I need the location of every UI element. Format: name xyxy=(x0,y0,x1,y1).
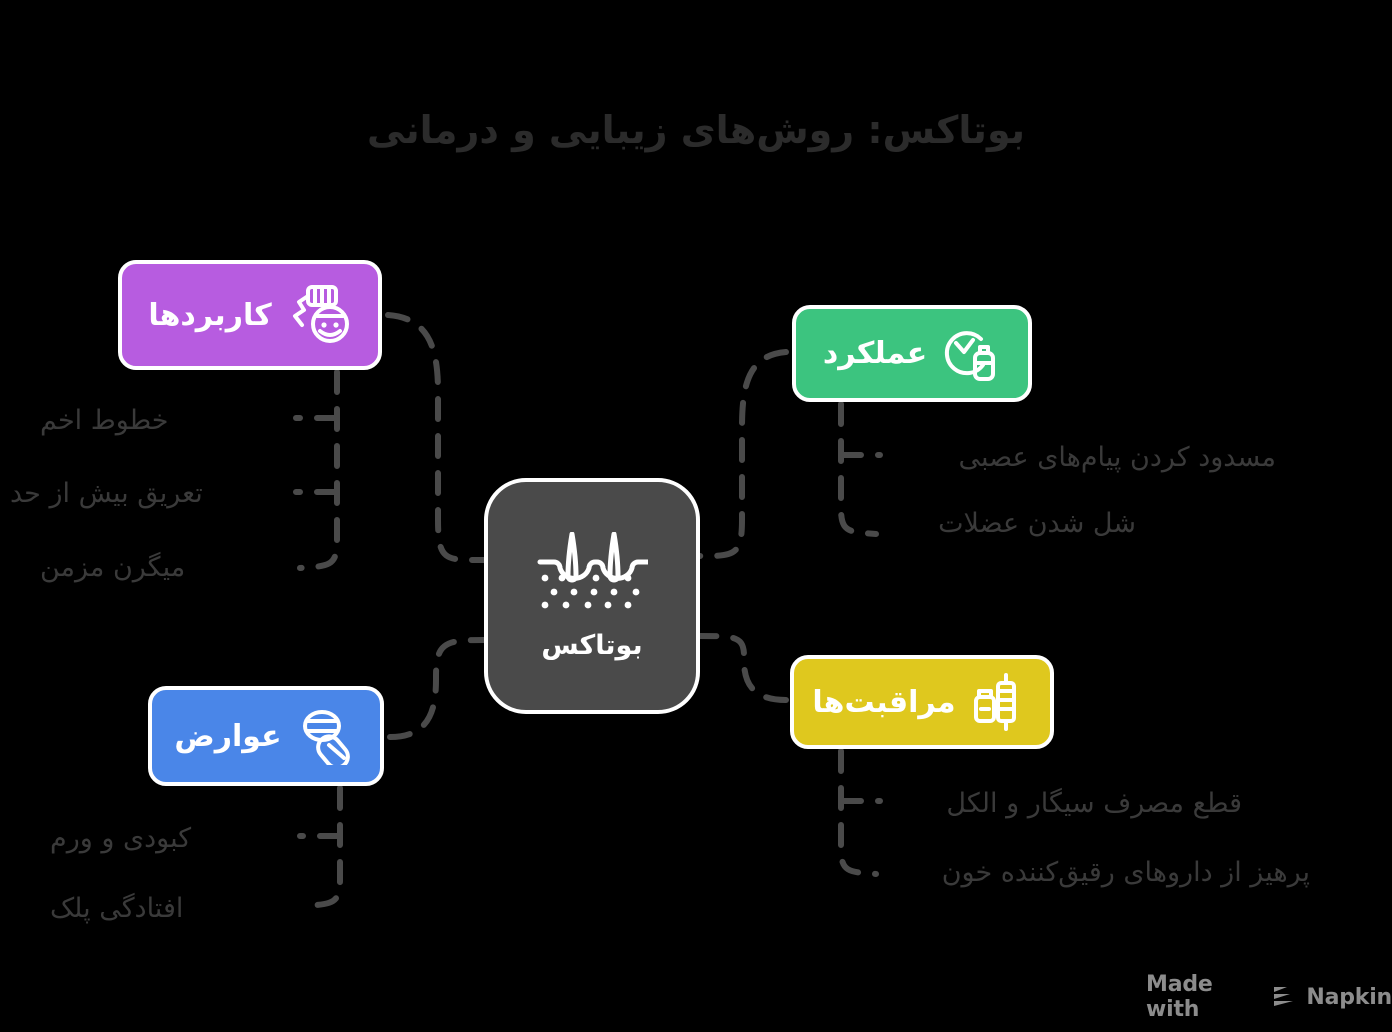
leaf-applications-3: میگرن مزمن xyxy=(40,552,186,583)
watermark-prefix: Made with xyxy=(1146,972,1213,1022)
connector-side-effects-to-center xyxy=(387,637,487,740)
branch-node-side-effects[interactable]: عوارض xyxy=(148,686,384,786)
napkin-chevrons-icon xyxy=(1271,986,1297,1008)
branch-node-side-effects-label: عوارض xyxy=(174,718,282,754)
leaf-applications-1: خطوط اخم xyxy=(40,405,169,436)
napkin-watermark: Made with Napkin xyxy=(1146,972,1392,1022)
branch-node-function[interactable]: عملکرد xyxy=(792,305,1032,402)
syringe-vial-icon xyxy=(970,673,1032,731)
leaf-side-effects-2: افتادگی پلک xyxy=(50,893,184,924)
skin-wrinkles-icon xyxy=(536,531,648,612)
clock-bottle-icon xyxy=(941,325,1001,383)
connector-function-to-center xyxy=(697,349,789,559)
center-node-label: بوتاکس xyxy=(541,629,643,661)
connector-function-leaves xyxy=(838,401,879,537)
branch-node-applications[interactable]: کاربردها xyxy=(118,260,382,370)
laser-device-face-icon xyxy=(286,285,352,345)
pills-icon xyxy=(296,707,358,765)
connector-care-to-center xyxy=(697,633,789,703)
branch-node-function-label: عملکرد xyxy=(822,336,928,371)
leaf-function-1: مسدود کردن پیام‌های عصبی xyxy=(958,442,1276,473)
leaf-care-1: قطع مصرف سیگار و الکل xyxy=(946,788,1242,819)
watermark-brand: Napkin xyxy=(1306,984,1392,1010)
branch-node-care-label: مراقبت‌ها xyxy=(812,684,956,720)
branch-node-care[interactable]: مراقبت‌ها xyxy=(790,655,1054,749)
page-title: بوتاکس: روش‌های زیبایی و درمانی xyxy=(366,108,1026,152)
branch-node-applications-label: کاربردها xyxy=(148,297,272,333)
connector-applications-to-center xyxy=(385,312,487,564)
leaf-applications-2: تعریق بیش از حد xyxy=(10,478,203,509)
connector-side-effects-leaves xyxy=(301,785,343,909)
leaf-side-effects-1: کبودی و ورم xyxy=(50,823,192,854)
leaf-care-2: پرهیز از داروهای رقیق‌کننده خون xyxy=(941,857,1310,888)
leaf-function-2: شل شدن عضلات xyxy=(938,508,1136,539)
connector-care-leaves xyxy=(838,748,879,877)
connector-applications-leaves xyxy=(297,369,340,571)
center-node-botox[interactable]: بوتاکس xyxy=(484,478,700,714)
